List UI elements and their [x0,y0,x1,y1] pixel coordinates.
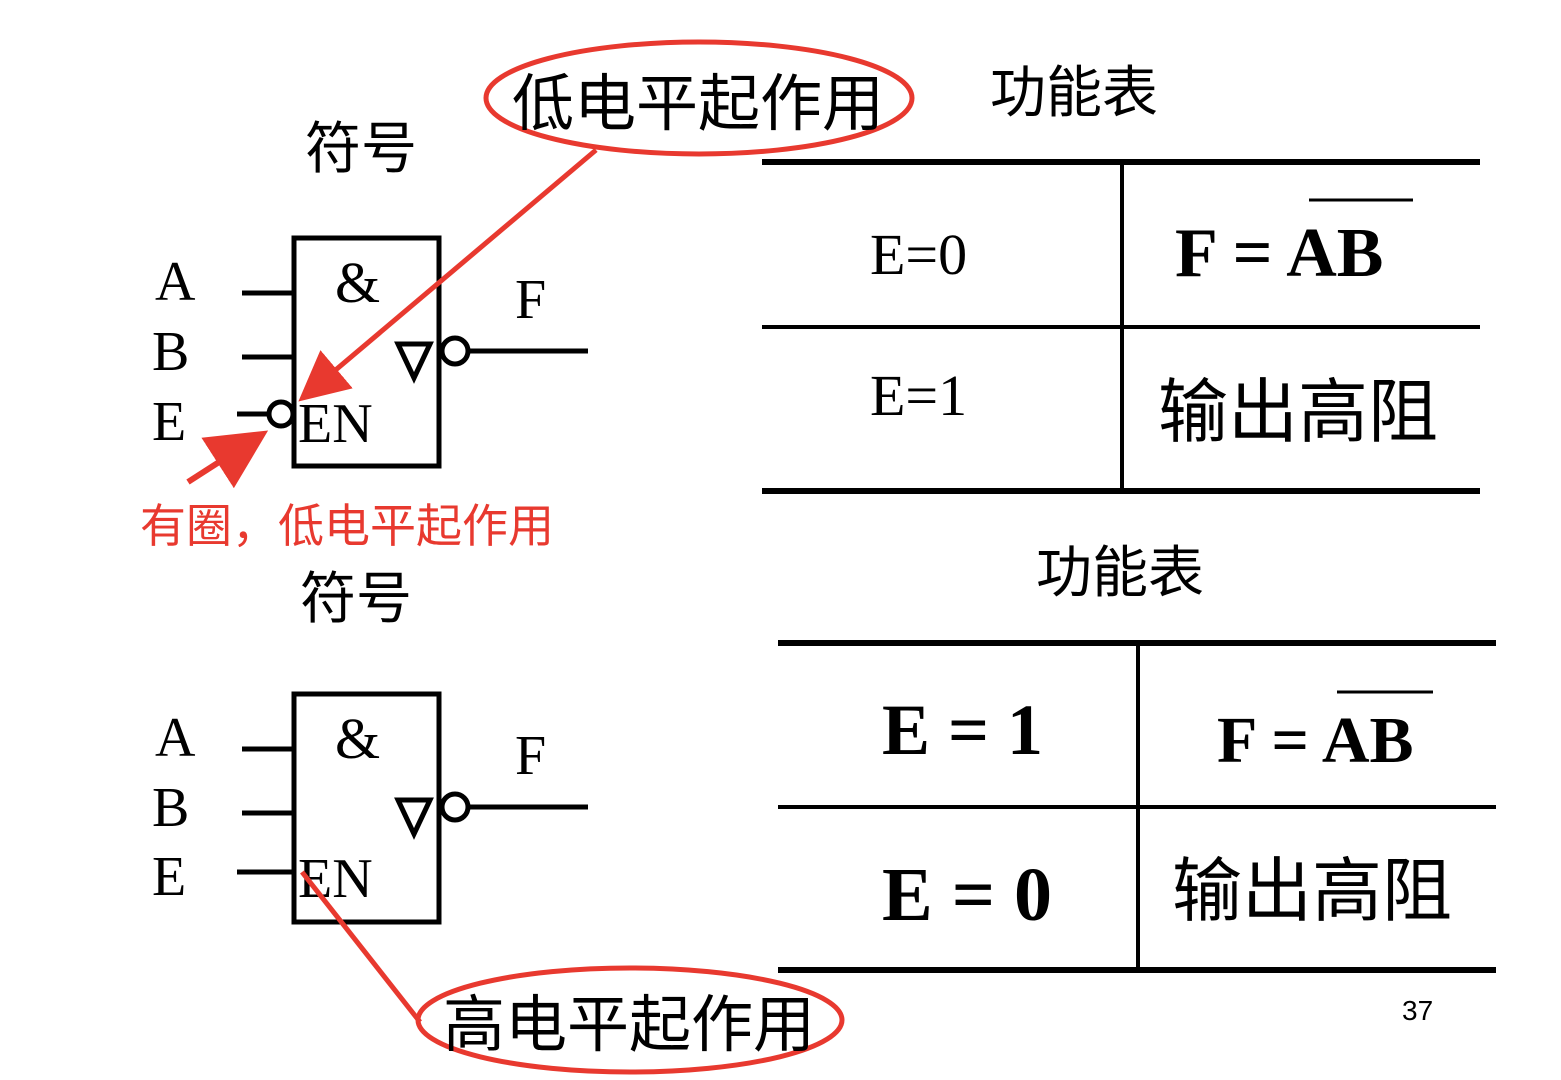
gate2-input-a: A [155,707,196,769]
table1-row1-condition: E=0 [870,222,967,287]
gate1-and-symbol: & [335,250,380,315]
table2-row1-result: F = AB [1217,704,1414,777]
gate2-group: 符号 & EN A B E F [152,567,588,925]
table2-row1-result-ab: AB [1322,704,1414,777]
callout-low-text: 低电平起作用 [512,67,884,140]
callout-low-ellipse [483,39,915,157]
callout-low-arrow [298,148,598,402]
gate1-input-e: E [152,391,186,453]
gate2-input-b: B [152,777,189,839]
table2-row1-result-prefix: F = [1217,704,1322,777]
gate2-output-bubble [439,791,471,823]
table2-title: 功能表 [1036,541,1204,606]
gate1-enable-label: EN [298,393,373,455]
table2-row1-condition: E = 1 [882,690,1043,770]
gate2-body [291,691,442,925]
gate1-callouts: 低电平起作用 有圈，低电平起作用 [140,39,915,553]
gate1-tristate-triangle-icon [394,341,434,384]
gate1-input-b: B [152,321,189,383]
gate1-output-bubble [439,335,471,367]
gate1-title: 符号 [305,117,417,182]
table1-row1-result-ab: AB [1286,215,1383,292]
gate2-input-e: E [152,846,186,908]
gate2-output-f: F [515,725,546,787]
table2-row2-condition: E = 0 [882,853,1052,937]
gate1-group: 符号 & EN A B E F [152,117,588,469]
table1-row1-result-prefix: F = [1175,215,1286,292]
gate2-title: 符号 [300,567,412,632]
gate1-input-a: A [155,251,196,313]
callout-high-line [300,870,422,1024]
callout-high-ellipse [415,965,845,1075]
gate1-output-f: F [515,269,546,331]
table2-row2-result: 输出高阻 [1172,850,1452,932]
table2: 功能表 E = 1 F = AB E = 0 输出高阻 [778,541,1496,973]
table1-title: 功能表 [990,61,1158,126]
gate2-tristate-triangle-icon [394,797,434,840]
gate2-and-symbol: & [335,706,380,771]
note-arrow [186,430,269,489]
callout-high-text: 高电平起作用 [443,988,815,1061]
page-number: 37 [1402,995,1433,1026]
gate1-enable-bubble [266,399,296,429]
table1-row2-result: 输出高阻 [1158,371,1438,453]
gate1-note: 有圈，低电平起作用 [140,499,554,553]
table1: 功能表 E=0 F = AB E=1 输出高阻 [762,61,1480,494]
table1-row2-condition: E=1 [870,363,967,428]
gate1-body [291,235,442,469]
gate2-callouts: 高电平起作用 [300,870,845,1075]
table1-row1-result: F = AB [1175,215,1383,292]
